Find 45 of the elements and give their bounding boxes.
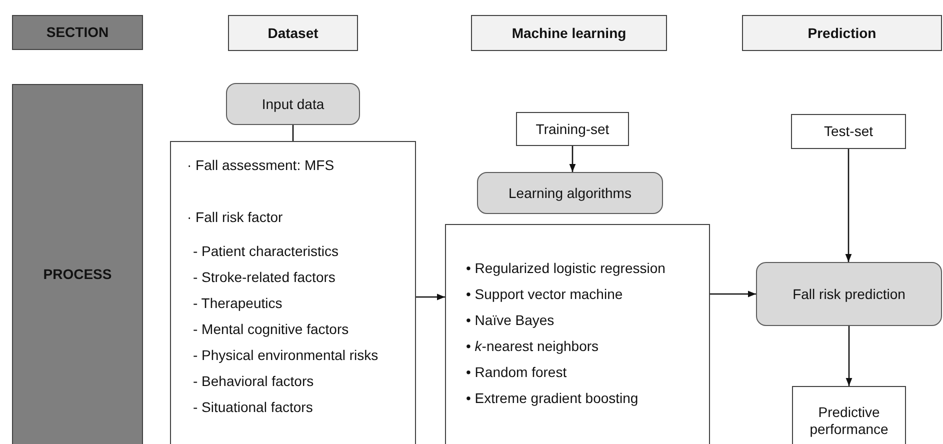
box-label: Fall risk prediction [792, 286, 906, 302]
list-item: - Patient characteristics [192, 242, 338, 261]
box-label: Prediction [808, 24, 876, 42]
section-header [12, 84, 143, 444]
list-item: - Stroke-related factors [192, 268, 336, 287]
box-label: Training-set [536, 120, 610, 138]
arrow [846, 326, 852, 386]
box-label: Predictive performance [808, 404, 890, 438]
list-item: · Fall assessment: MFS [187, 156, 334, 175]
list-item: - Behavioral factors [192, 372, 314, 391]
list-item: • Support vector machine [466, 285, 623, 304]
column-header [471, 15, 667, 51]
list-item: - Therapeutics [192, 294, 282, 313]
list-item: • Regularized logistic regression [466, 259, 666, 278]
list-item: - Mental cognitive factors [192, 320, 349, 339]
box-label: Input data [262, 96, 324, 112]
process-box [516, 112, 629, 146]
process-box [226, 83, 360, 125]
list-item: • Naïve Bayes [466, 311, 554, 330]
list-box [445, 224, 710, 444]
box-label: Learning algorithms [508, 184, 632, 202]
box-label: Dataset [268, 24, 318, 42]
section-header [12, 15, 143, 50]
box-label: SECTION [46, 24, 109, 41]
column-header [228, 15, 358, 51]
connector-line [292, 125, 294, 141]
list-item: - Situational factors [192, 398, 313, 417]
list-item: • k-nearest neighbors [466, 337, 599, 356]
box-label: Machine learning [512, 24, 626, 42]
list-item: - Physical environmental risks [192, 346, 378, 365]
column-header [742, 15, 942, 51]
list-item: • Random forest [466, 363, 567, 382]
process-box [756, 262, 942, 326]
process-box [792, 386, 906, 444]
box-label: Test-set [824, 123, 873, 140]
box-label: PROCESS [43, 266, 112, 282]
arrow [569, 146, 576, 172]
list-item: • Extreme gradient boosting [466, 389, 638, 408]
list-item: · Fall risk factor [187, 208, 283, 227]
process-box [477, 172, 663, 214]
process-box [791, 114, 906, 149]
arrow [710, 290, 756, 298]
arrow [416, 294, 445, 300]
list-box [170, 141, 416, 444]
arrow [845, 149, 852, 262]
